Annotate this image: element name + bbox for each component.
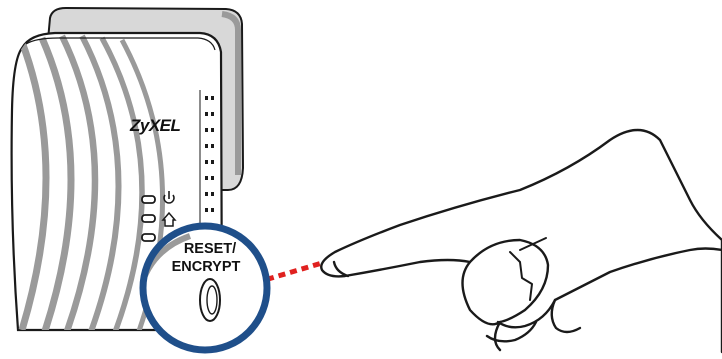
power-led xyxy=(141,191,175,204)
reset-encrypt-callout: RESET/ ENCRYPT xyxy=(139,222,271,354)
homeplug-led xyxy=(141,211,177,227)
decorative-stripes xyxy=(18,34,166,330)
reset-encrypt-label-line1: RESET/ xyxy=(184,241,236,257)
reset-button-icon[interactable] xyxy=(199,278,221,322)
power-icon xyxy=(163,191,175,204)
home-icon xyxy=(161,211,177,227)
ethernet-led xyxy=(141,233,156,242)
led-indicators xyxy=(141,191,177,242)
pointing-hand xyxy=(320,128,722,354)
brand-logo: ZyXEL xyxy=(129,116,181,135)
reset-encrypt-label-line2: ENCRYPT xyxy=(172,259,241,275)
adapter-back-plate xyxy=(46,6,245,191)
